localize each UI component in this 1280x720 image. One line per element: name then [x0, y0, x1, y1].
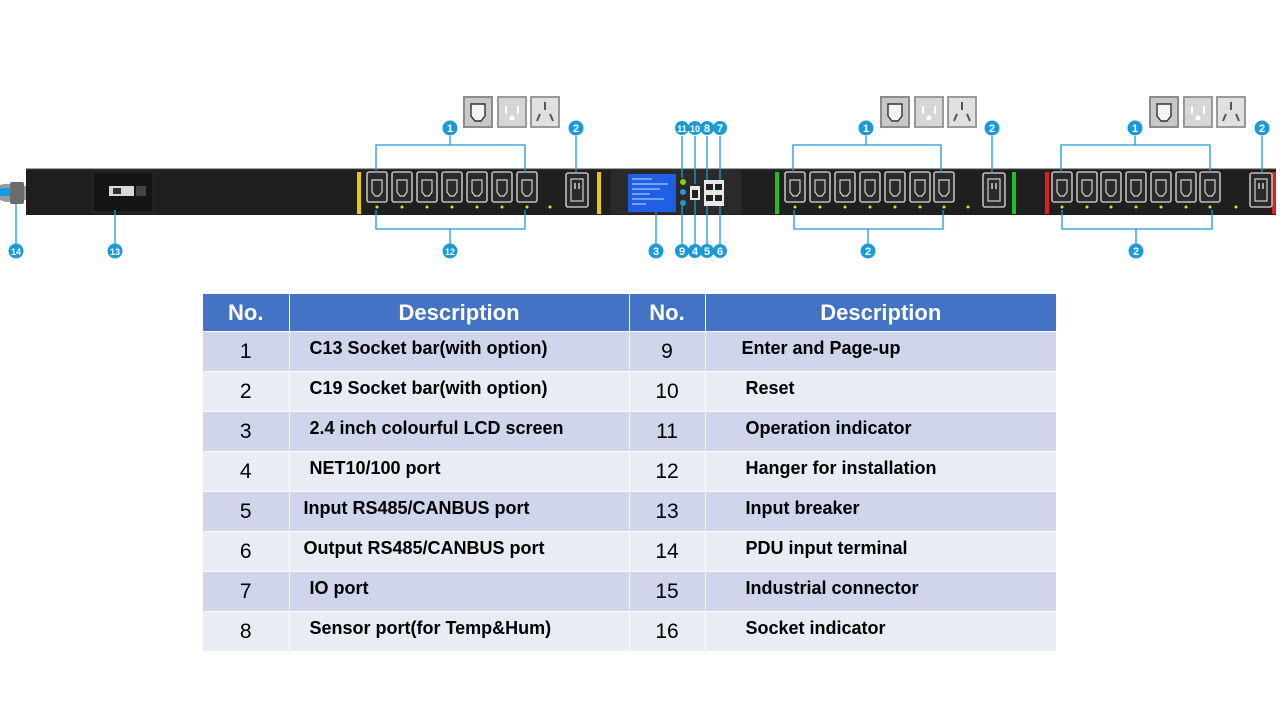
table-row: 5 Input RS485/CANBUS port 13 Input break…	[203, 491, 1056, 532]
callout-7: 7	[713, 121, 727, 135]
socket-type-icons-3	[1148, 95, 1247, 129]
svg-text:2: 2	[1259, 123, 1265, 135]
callout-2b: 2	[984, 120, 1000, 136]
header-description-left: Description	[289, 294, 630, 332]
lcd-screen	[628, 174, 676, 212]
callout-5: 5	[700, 244, 714, 258]
operation-indicator-led	[680, 179, 686, 185]
callout-12: 12	[442, 243, 458, 259]
row-no-right: 15	[629, 571, 706, 612]
svg-text:2: 2	[865, 246, 871, 258]
row-desc-right: Input breaker	[705, 491, 1056, 532]
callout-10: 10	[688, 121, 702, 135]
row-no-right: 16	[629, 611, 706, 651]
svg-text:2: 2	[573, 123, 579, 135]
svg-text:2: 2	[989, 123, 995, 135]
socket-type-icons-2	[879, 95, 978, 129]
table-row: 4 NET10/100 port 12 Hanger for installat…	[203, 451, 1056, 492]
row-no-right: 9	[629, 331, 706, 372]
header-description-right: Description	[705, 294, 1056, 332]
svg-text:2: 2	[1133, 246, 1139, 258]
callout-2e: 2	[1128, 243, 1144, 259]
row-desc-right: Reset	[705, 371, 1056, 412]
callout-4: 4	[688, 244, 702, 258]
table-row: 3 2.4 inch colourful LCD screen 11 Opera…	[203, 411, 1056, 452]
row-no-left: 2	[203, 371, 290, 412]
table-row: 7 IO port 15 Industrial connector	[203, 571, 1056, 612]
svg-text:11: 11	[677, 124, 687, 134]
svg-text:5: 5	[704, 246, 710, 258]
row-desc-right: Socket indicator	[705, 611, 1056, 651]
row-no-right: 11	[629, 411, 706, 452]
svg-text:7: 7	[717, 123, 723, 135]
row-no-left: 4	[203, 451, 290, 492]
svg-text:14: 14	[11, 247, 21, 257]
svg-text:1: 1	[863, 123, 869, 135]
input-breaker	[92, 171, 154, 213]
row-desc-left: C19 Socket bar(with option)	[289, 371, 630, 412]
callout-11: 11	[675, 121, 689, 135]
svg-text:12: 12	[445, 247, 455, 257]
row-no-right: 13	[629, 491, 706, 532]
callout-2: 2	[568, 120, 584, 136]
socket-module-1	[357, 171, 601, 214]
svg-text:6: 6	[717, 246, 723, 258]
table-row: 8 Sensor port(for Temp&Hum) 16 Socket in…	[203, 611, 1056, 651]
svg-text:10: 10	[690, 124, 700, 134]
callout-1c: 1	[1127, 120, 1143, 136]
pdu-diagram: 1 2 12 3 11 10 8 7 9 4 5 6 1 2 2 1 2 2 1…	[0, 95, 1276, 259]
svg-text:4: 4	[692, 246, 699, 258]
callout-13: 13	[107, 243, 123, 259]
leader-lines	[15, 136, 1263, 244]
row-no-left: 5	[203, 491, 290, 532]
row-no-right: 12	[629, 451, 706, 492]
row-no-right: 10	[629, 371, 706, 412]
svg-text:13: 13	[110, 247, 120, 257]
row-no-right: 14	[629, 531, 706, 572]
row-desc-left: NET10/100 port	[289, 451, 630, 492]
row-no-left: 1	[203, 331, 290, 372]
socket-module-2	[775, 171, 1016, 214]
callout-14: 14	[8, 243, 24, 259]
socket-module-3	[1045, 171, 1276, 214]
svg-text:1: 1	[447, 123, 453, 135]
callout-9: 9	[675, 244, 689, 258]
row-desc-left: Input RS485/CANBUS port	[289, 491, 630, 532]
header-no-left: No.	[203, 294, 290, 332]
row-no-left: 7	[203, 571, 290, 612]
socket-type-icons-1	[462, 95, 561, 129]
table-header-row: No. Description No. Description	[203, 294, 1056, 332]
row-desc-right: Industrial connector	[705, 571, 1056, 612]
row-desc-left: Output RS485/CANBUS port	[289, 531, 630, 572]
row-desc-right: Hanger for installation	[705, 451, 1056, 492]
row-desc-left: 2.4 inch colourful LCD screen	[289, 411, 630, 452]
callout-1b: 1	[858, 120, 874, 136]
callout-2c: 2	[860, 243, 876, 259]
row-desc-right: PDU input terminal	[705, 531, 1056, 572]
callout-6: 6	[713, 244, 727, 258]
callout-1: 1	[442, 120, 458, 136]
svg-text:3: 3	[653, 246, 659, 258]
row-desc-left: C13 Socket bar(with option)	[289, 331, 630, 372]
callout-3: 3	[648, 243, 664, 259]
row-desc-right: Enter and Page-up	[705, 331, 1056, 372]
row-desc-right: Operation indicator	[705, 411, 1056, 452]
callout-8: 8	[700, 121, 714, 135]
table-row: 6 Output RS485/CANBUS port 14 PDU input …	[203, 531, 1056, 572]
row-no-left: 6	[203, 531, 290, 572]
component-table: No. Description No. Description 1 C13 So…	[203, 294, 1056, 651]
row-desc-left: Sensor port(for Temp&Hum)	[289, 611, 630, 651]
svg-text:9: 9	[679, 246, 685, 258]
svg-text:1: 1	[1132, 123, 1138, 135]
row-no-left: 8	[203, 611, 290, 651]
row-no-left: 3	[203, 411, 290, 452]
row-desc-left: IO port	[289, 571, 630, 612]
header-no-right: No.	[629, 294, 706, 332]
table-row: 1 C13 Socket bar(with option) 9 Enter an…	[203, 331, 1056, 372]
svg-text:8: 8	[704, 123, 710, 135]
pdu-input-terminal	[0, 182, 26, 204]
table-row: 2 C19 Socket bar(with option) 10 Reset	[203, 371, 1056, 412]
callout-2d: 2	[1254, 120, 1270, 136]
control-module	[611, 170, 741, 214]
